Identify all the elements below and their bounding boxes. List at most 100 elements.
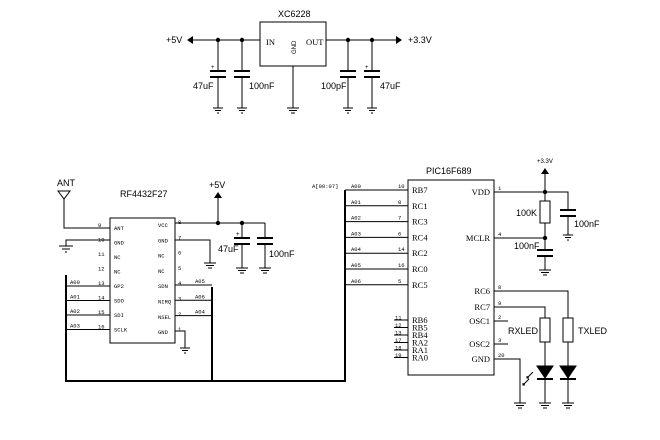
vdd-wire bbox=[494, 191, 569, 210]
radio-name: RF4432F27 bbox=[120, 189, 168, 199]
mcu-pin-number: 9 bbox=[498, 300, 501, 307]
mcu-pin-name: RB5 bbox=[412, 323, 428, 333]
mcu-pin-name: RA0 bbox=[412, 353, 428, 363]
capacitor-100nf-vdd: 100nF bbox=[560, 209, 600, 241]
radio-pin-name: GND bbox=[114, 240, 125, 247]
radio-pin-name: SDN bbox=[158, 283, 168, 290]
supply-arrow bbox=[541, 168, 549, 174]
cap-label: 47uF bbox=[218, 244, 239, 254]
radio-pin-number: 1 bbox=[178, 326, 182, 333]
cap-label: 47uF bbox=[193, 81, 214, 91]
ground-icon bbox=[539, 402, 551, 409]
net-label: A00 bbox=[70, 279, 80, 286]
net-label: A05 bbox=[195, 278, 205, 285]
radio-pin-name: NC bbox=[114, 269, 121, 276]
mcu-pin-name: RC0 bbox=[412, 264, 428, 274]
net-label: A00 bbox=[351, 183, 361, 190]
cap-label: 100nF bbox=[514, 241, 540, 251]
mcu-pin-number: 13 bbox=[395, 330, 402, 337]
regulator-name: XC6228 bbox=[278, 9, 311, 19]
mcu-pin-number: 8 bbox=[498, 284, 501, 291]
cap-label: 100pF bbox=[321, 81, 347, 91]
ground-icon bbox=[287, 107, 299, 114]
radio-pin-number: 5 bbox=[178, 265, 181, 272]
rxled-label: RXLED bbox=[508, 326, 539, 336]
bus-line-main bbox=[65, 190, 346, 382]
mcu-pin-number: 12 bbox=[395, 322, 402, 329]
mcu-pin-number: 7 bbox=[398, 215, 401, 222]
ground-icon bbox=[539, 269, 551, 276]
mcu-pin-name: RA1 bbox=[412, 345, 428, 355]
radio-supply-label: +5V bbox=[209, 180, 225, 190]
net-label: A06 bbox=[195, 293, 205, 300]
radio-gnd-pin1-wire bbox=[175, 330, 186, 348]
radio-pin-number: 15 bbox=[98, 309, 105, 316]
mcu-pin-name: RB6 bbox=[412, 315, 428, 325]
antenna-label: ANT bbox=[57, 178, 76, 188]
mcu-body bbox=[407, 179, 495, 376]
radio-pin-name: NC bbox=[158, 253, 165, 260]
svg-text:+: + bbox=[211, 65, 215, 71]
mcu-pin-number: 19 bbox=[395, 352, 402, 359]
mcu-pin-number: 20 bbox=[498, 352, 505, 359]
junction bbox=[215, 220, 221, 226]
mcu-pin-number: 8 bbox=[398, 199, 401, 206]
rc7-wire bbox=[494, 306, 546, 318]
led-tx: TXLED bbox=[559, 317, 608, 409]
txled-label: TXLED bbox=[578, 326, 608, 336]
mcu-pin-name: RC2 bbox=[412, 248, 428, 258]
radio-pin-number: 7 bbox=[178, 234, 181, 241]
mcu-pin-number: 4 bbox=[498, 231, 502, 238]
ground-icon bbox=[514, 402, 526, 409]
radio-pin-name: NIRQ bbox=[158, 299, 172, 306]
ground-icon bbox=[204, 262, 216, 269]
radio-pin-name: NC bbox=[114, 254, 121, 261]
radio-pin-name: SDI bbox=[114, 312, 124, 319]
radio-pin-name: GND bbox=[158, 329, 169, 336]
input-arrow bbox=[187, 36, 193, 44]
svg-text:+: + bbox=[236, 232, 240, 238]
mcu-gnd-wire bbox=[494, 358, 521, 403]
mcu-pin-name: GND bbox=[472, 354, 490, 364]
mcu-pin-number: 18 bbox=[395, 345, 402, 352]
radio-pin-name: SDO bbox=[114, 298, 125, 305]
regulator-body bbox=[259, 21, 327, 67]
net-label: A03 bbox=[351, 230, 361, 237]
radio-pin-name: GND bbox=[158, 237, 169, 244]
mcu-pin-number: 16 bbox=[398, 262, 405, 269]
bus: A[00:07] bbox=[65, 183, 346, 382]
net-label: A06 bbox=[351, 278, 361, 285]
mcu-pin-number: 14 bbox=[398, 246, 405, 253]
radio-pin-number: 6 bbox=[178, 250, 181, 257]
input-rail-label: +5V bbox=[166, 35, 182, 45]
radio-pin-number: 12 bbox=[98, 266, 105, 273]
ground-icon bbox=[367, 107, 377, 114]
mcu-pin-number: 5 bbox=[398, 278, 401, 285]
radio-pin-name: GP2 bbox=[114, 283, 124, 290]
cap-label: 100nF bbox=[574, 219, 600, 229]
ground-icon bbox=[563, 234, 573, 241]
mcu-pin-number: 6 bbox=[398, 230, 401, 237]
mcu-pin-number: 2 bbox=[498, 314, 501, 321]
antenna-icon bbox=[57, 190, 110, 229]
capacitor-100pf-out: 100pF bbox=[321, 40, 356, 114]
capacitor-47uf-out: + 47uF bbox=[364, 40, 401, 114]
mcu-pin-number: 3 bbox=[498, 337, 501, 344]
mcu-name: PIC16F689 bbox=[426, 166, 472, 176]
ground-icon bbox=[259, 267, 271, 274]
light-arrows-icon bbox=[522, 371, 534, 386]
mcu-pin-number: 17 bbox=[395, 337, 402, 344]
regulator-pin-out: OUT bbox=[306, 37, 324, 47]
radio-pin-number: 11 bbox=[98, 251, 105, 258]
mcu-supply-label: +3.3V bbox=[537, 159, 553, 165]
ground-icon bbox=[562, 402, 574, 409]
output-arrow bbox=[396, 36, 402, 44]
svg-text:+: + bbox=[365, 65, 369, 71]
